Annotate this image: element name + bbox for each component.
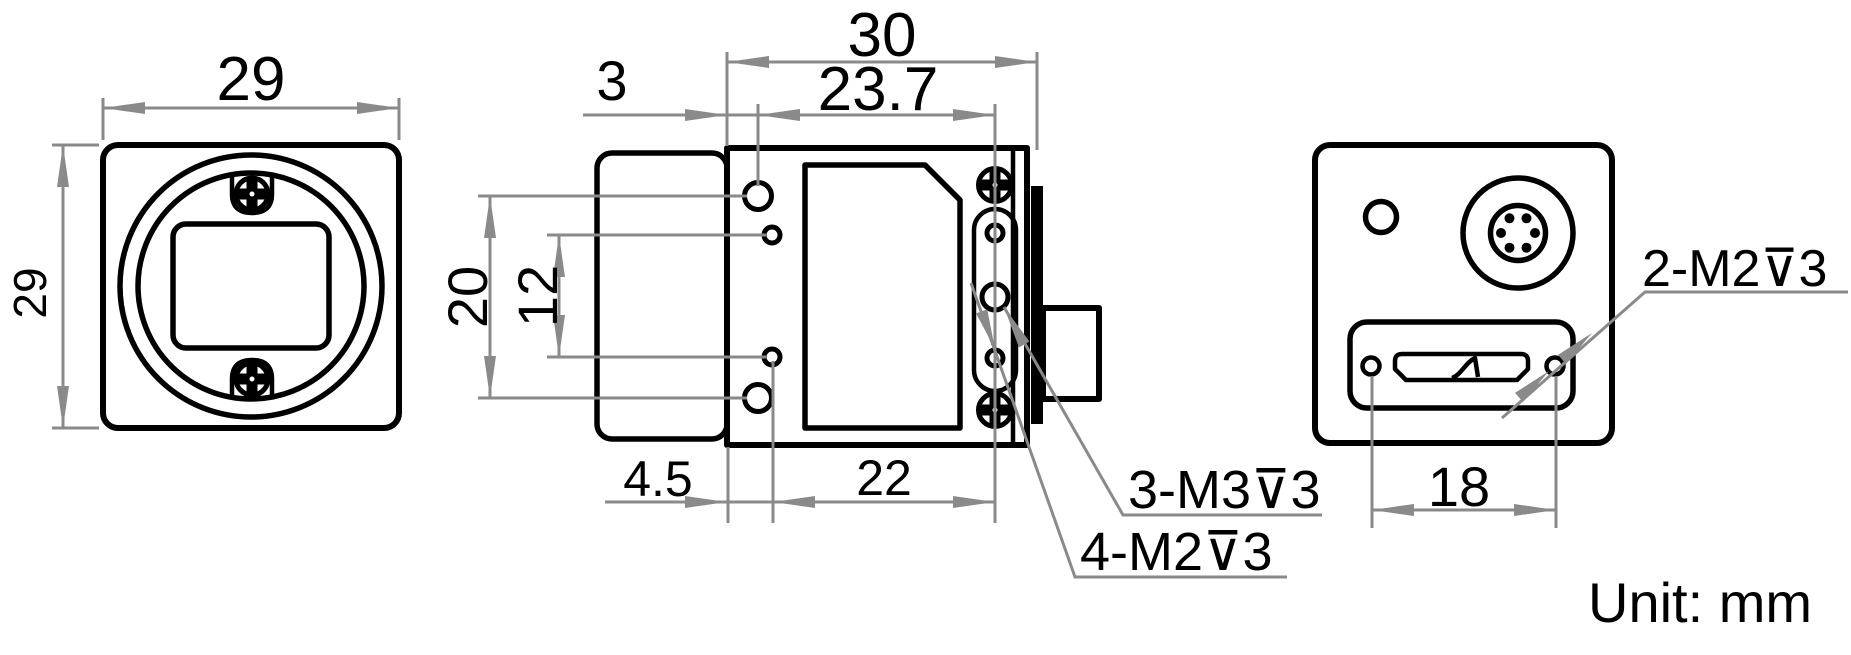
arrowhead [57,386,69,428]
arrowhead [1514,504,1556,516]
arrowhead [976,309,995,349]
dim-side-hole-span: 23.7 [818,55,939,124]
usb-port [1347,319,1576,411]
arrowhead [1372,504,1414,516]
lens-mount-inner-ring [135,170,367,402]
back-body-outline [1312,142,1615,446]
dim-side-big-hole-span: 20 [436,266,499,328]
leader-line-back-m2 [1501,290,1848,420]
dim-front-width: 29 [217,45,286,114]
dimension-graphics [52,52,1848,579]
arrowhead [773,496,815,508]
arrowhead [103,102,145,114]
dim-front-height: 29 [4,267,56,318]
mount-hole-m3-top [742,180,774,212]
arrowhead [57,145,69,187]
front-body-outline [100,142,402,431]
arrowhead [727,56,769,68]
callout-m3-holes: 3-M3⊽3 [1128,460,1321,520]
usb-micro-b-socket [1392,351,1531,383]
dim-side-depth: 30 [848,1,917,70]
callout-back-m2-holes: 2-M2⊽3 [1642,240,1827,298]
arrowhead [953,109,995,121]
usb-screw-hole-left [1360,355,1382,377]
front-screw-bottom [233,360,271,398]
arrowhead [685,109,727,121]
arrowhead [758,109,800,121]
arrowhead [995,56,1037,68]
status-led-hole [1362,198,1400,236]
screw-tab-top [229,175,275,216]
sensor-window [170,221,332,351]
front-view [100,142,402,431]
back-view [1312,142,1615,446]
label-panel [802,162,963,431]
leader-line-m3 [1002,306,1322,517]
side-body-outline [724,145,1030,448]
arrowhead [553,235,565,277]
dim-side-small-hole-span: 12 [506,265,569,327]
dim-side-bottom-span: 22 [856,450,912,506]
unit-note: Unit: mm [1588,571,1812,634]
leader-line-m2 [969,282,1287,579]
arrowhead [953,496,995,508]
side-view [594,145,1102,448]
dim-side-front-offset: 3 [596,49,627,112]
screw-tab-bottom [229,357,275,398]
mount-hole-m2-top [761,224,783,246]
arrowhead [1004,307,1030,348]
dimension-labels: 29 29 30 23.7 3 20 12 4.5 22 3-M3⊽3 4-M2… [4,1,1827,634]
dim-back-screw-span: 18 [1428,455,1490,518]
arrowhead [685,496,727,508]
arrowhead [357,102,399,114]
lens-mount-outer-ring [117,152,385,420]
arrowhead [1558,333,1592,364]
front-screw-top [233,175,271,213]
power-io-connector [1460,175,1576,291]
usb-screw-hole-right [1544,355,1566,377]
usb-connector-side [1040,305,1102,402]
callout-m2-holes: 4-M2⊽3 [1080,522,1273,582]
arrowhead [484,196,496,238]
mount-hole-m3-bottom [742,382,774,414]
arrowhead [1515,371,1549,402]
arrowhead [553,315,565,357]
usb-tongue-mark [1451,355,1481,381]
dim-side-small-offset: 4.5 [623,451,693,507]
arrowhead [484,356,496,398]
